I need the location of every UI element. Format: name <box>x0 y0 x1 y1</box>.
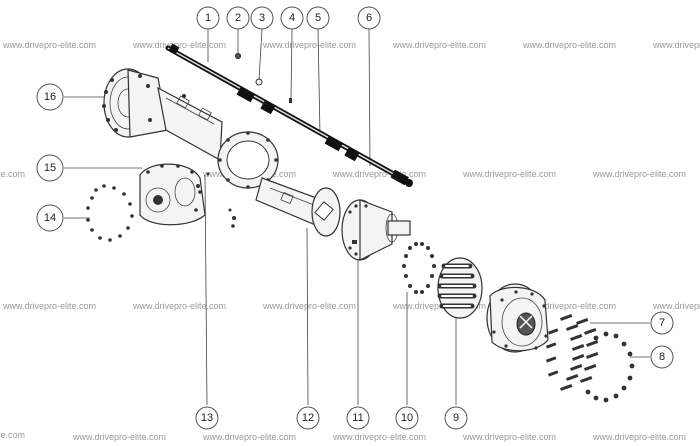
callout-4: 4 <box>280 6 304 30</box>
watermark: www.drivepro-elite.com <box>522 40 616 50</box>
watermark: www.drivepro-elite.com <box>0 169 25 179</box>
watermark: www.drivepro-elite.com <box>522 301 616 311</box>
callout-label-10: 10 <box>401 412 413 424</box>
nut-ring-part-8 <box>585 331 635 403</box>
watermark: www.drivepro-elite.com <box>592 169 686 179</box>
callout-label-14: 14 <box>44 212 56 224</box>
callout-11: 11 <box>346 406 370 430</box>
watermark: www.drivepro-elite.com <box>652 40 700 50</box>
callout-label-4: 4 <box>289 12 295 24</box>
callout-label-8: 8 <box>659 351 665 363</box>
pin-part-4 <box>289 98 292 103</box>
watermark: www.drivepro-elite.com <box>332 169 426 179</box>
watermark: www.drivepro-elite.com <box>2 301 96 311</box>
callout-label-9: 9 <box>453 412 459 424</box>
watermark: www.drivepro-elite.com <box>652 301 700 311</box>
watermark: www.drivepro-elite.com <box>462 432 556 442</box>
callout-label-6: 6 <box>366 12 372 24</box>
planetary-carrier-part-11 <box>341 199 411 261</box>
watermark: www.drivepro-elite.com <box>132 301 226 311</box>
callout-label-15: 15 <box>44 162 56 174</box>
callout-label-11: 11 <box>352 412 363 424</box>
callout-16: 16 <box>36 83 64 111</box>
callout-15: 15 <box>36 154 64 182</box>
callout-label-16: 16 <box>44 91 56 103</box>
callout-label-7: 7 <box>659 317 665 329</box>
watermark: www.drivepro-elite.com <box>392 40 486 50</box>
callout-10: 10 <box>395 406 419 430</box>
callout-label-5: 5 <box>315 12 321 24</box>
callout-label-2: 2 <box>235 12 241 24</box>
callout-9: 9 <box>444 406 468 430</box>
watermark: www.drivepro-elite.com <box>392 301 486 311</box>
stud-set-part-7 <box>545 314 599 391</box>
bolt-set-part-14 <box>86 184 134 242</box>
watermark: www.drivepro-elite.com <box>0 430 25 440</box>
callout-6: 6 <box>357 6 381 30</box>
watermark: www.drivepro-elite.com <box>2 40 96 50</box>
callout-5: 5 <box>306 6 330 30</box>
callout-12: 12 <box>296 406 320 430</box>
watermark: www.drivepro-elite.com <box>132 40 226 50</box>
callout-7: 7 <box>650 311 674 335</box>
bearing-ring-part-10 <box>402 242 436 294</box>
callout-label-3: 3 <box>259 12 265 24</box>
watermark: www.drivepro-elite.com <box>72 432 166 442</box>
callout-label-13: 13 <box>201 412 213 424</box>
axle-shaft <box>165 43 413 187</box>
watermark: www.drivepro-elite.com <box>592 432 686 442</box>
wheel-hub-assembly <box>486 283 549 353</box>
callout-8: 8 <box>650 345 674 369</box>
watermark: www.drivepro-elite.com <box>332 432 426 442</box>
watermark: www.drivepro-elite.com <box>462 169 556 179</box>
callout-3: 3 <box>250 6 274 30</box>
callout-13: 13 <box>195 406 219 430</box>
hardware-part-13 <box>228 208 236 228</box>
callout-14: 14 <box>36 204 64 232</box>
callout-label-12: 12 <box>302 412 314 424</box>
differential-assembly <box>139 163 210 226</box>
callout-2: 2 <box>226 6 250 30</box>
watermark: www.drivepro-elite.com <box>262 40 356 50</box>
splined-gear-part-9 <box>437 257 483 319</box>
callout-1: 1 <box>196 6 220 30</box>
watermark: www.drivepro-elite.com <box>202 432 296 442</box>
callout-label-1: 1 <box>205 12 211 24</box>
washer-part-3 <box>255 78 263 86</box>
nut-part-2 <box>235 53 241 59</box>
axle-housing <box>102 68 341 237</box>
watermark: www.drivepro-elite.com <box>262 301 356 311</box>
